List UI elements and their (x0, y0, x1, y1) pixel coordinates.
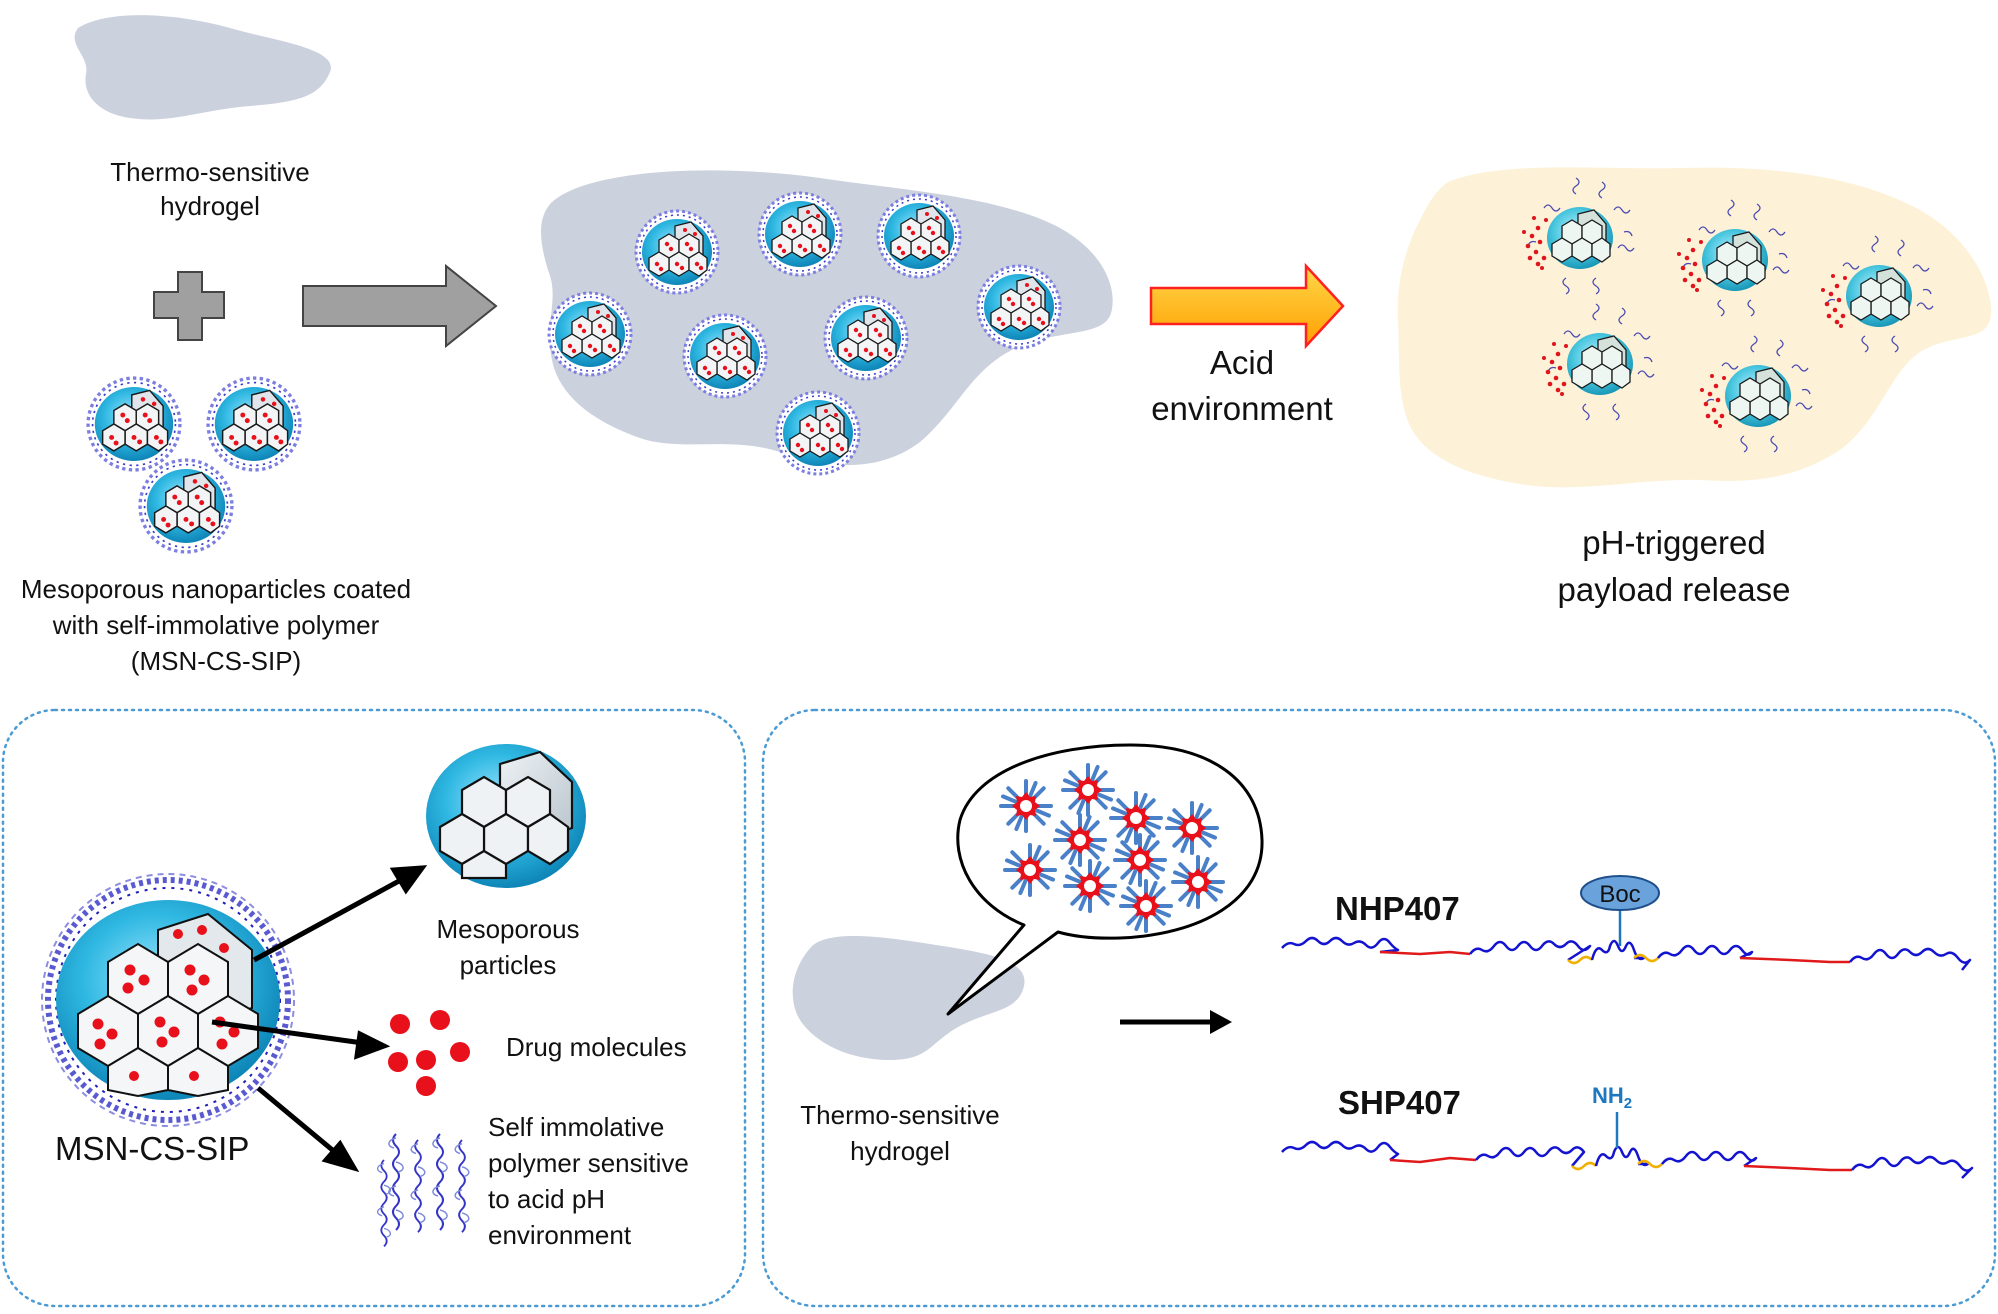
loaded-nanoparticle (976, 264, 1062, 350)
pointer-arrows (211, 865, 428, 1173)
boc-label: Boc (1599, 881, 1640, 908)
polymer-brush-icon (376, 1133, 470, 1248)
hydrogel-blob-bottom (792, 935, 1025, 1060)
released-gel-blob (1397, 167, 1992, 488)
boc-group-icon (1580, 875, 1660, 911)
mesoporous-particles-label: Mesoporous particles (436, 914, 580, 980)
acid-environment-label: Acid environment (1151, 344, 1333, 428)
mesoporous-particle-icon (426, 744, 586, 888)
nanoparticle-small (138, 458, 234, 554)
msn-cs-sip-particle (41, 873, 295, 1127)
panel-msn-border (1, 708, 747, 1308)
nhp407-chain (1281, 936, 1972, 971)
loaded-nanoparticle (682, 313, 768, 399)
black-arrow-icon (1120, 1010, 1232, 1034)
nhp407-label: NHP407 (1335, 890, 1460, 927)
shp407-chain (1281, 1140, 1974, 1179)
payload-release-label: pH-triggered payload release (1557, 524, 1791, 608)
micelle-speech-bubble (946, 743, 1264, 1016)
loaded-nanoparticle (547, 291, 633, 377)
gray-arrow-icon (302, 263, 498, 349)
drug-molecules-label: Drug molecules (506, 1032, 687, 1062)
loaded-nanoparticle (823, 295, 909, 381)
loaded-nanoparticle (634, 209, 720, 295)
hydrogel-label-top: Thermo-sensitive hydrogel (110, 157, 310, 221)
drug-molecules-icon (388, 1010, 470, 1096)
shp407-label: SHP407 (1338, 1084, 1461, 1121)
loaded-nanoparticle (775, 390, 861, 476)
loaded-nanoparticle (757, 191, 843, 277)
msn-cs-sip-label: MSN-CS-SIP (55, 1130, 250, 1167)
msn-label: Mesoporous nanoparticles coated with sel… (20, 574, 412, 676)
hydrogel-label-bottom: Thermo-sensitive hydrogel (800, 1100, 1000, 1166)
hydrogel-blob-small (74, 15, 331, 120)
nh2-label: NH2 (1592, 1083, 1632, 1112)
loaded-nanoparticle (876, 193, 962, 279)
polymer-label: Self immolative polymer sensitive to aci… (488, 1112, 689, 1250)
panel-hydrogel-border (761, 708, 1997, 1308)
plus-icon (153, 271, 225, 341)
nanoparticle-small (86, 376, 182, 472)
nanoparticle-small (206, 376, 302, 472)
acid-arrow-icon (1149, 262, 1345, 350)
